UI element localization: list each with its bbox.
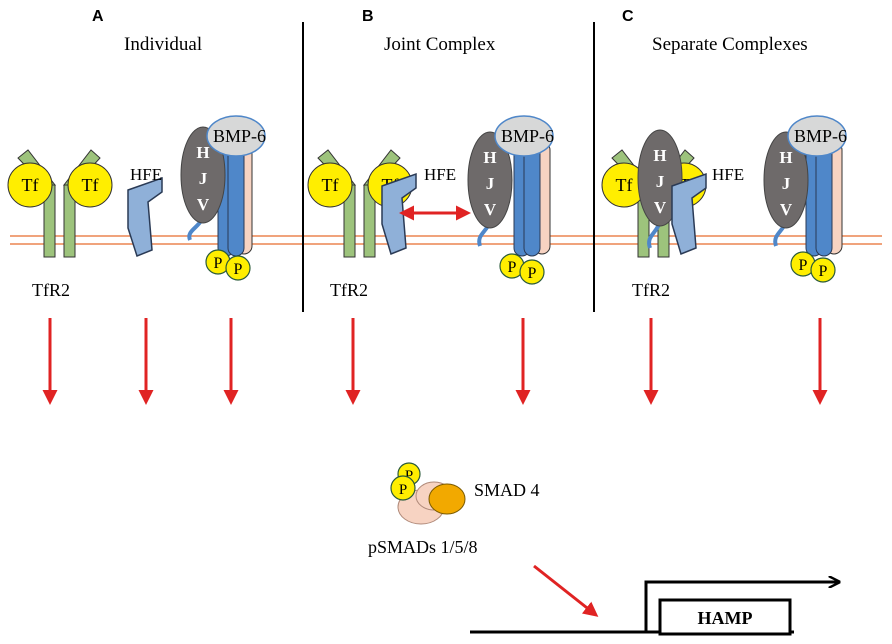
transcription-signal-arrow <box>533 564 599 617</box>
svg-text:V: V <box>780 200 793 219</box>
svg-text:H: H <box>196 143 209 162</box>
svg-text:J: J <box>782 174 791 193</box>
panel-a-title: Individual <box>124 34 202 55</box>
phosphate-group: P P <box>790 251 836 283</box>
panel-c-letter: C <box>622 8 634 25</box>
hfe-label: HFE <box>130 165 162 184</box>
svg-text:P: P <box>528 265 537 282</box>
panel-b-title: Joint Complex <box>384 34 496 55</box>
hfe-protein <box>671 172 707 256</box>
svg-text:Tf: Tf <box>322 175 339 195</box>
bmp6-ligand: BMP-6 <box>787 115 847 157</box>
svg-text:V: V <box>197 195 210 214</box>
psmads-label: pSMADs 1/5/8 <box>368 537 478 557</box>
svg-text:J: J <box>656 172 665 191</box>
svg-text:J: J <box>486 174 495 193</box>
svg-text:P: P <box>508 259 517 276</box>
svg-text:J: J <box>199 169 208 188</box>
tfr2-label: TfR2 <box>330 280 368 300</box>
cell-membrane <box>10 235 882 245</box>
svg-text:Tf: Tf <box>82 175 99 195</box>
svg-text:BMP-6: BMP-6 <box>794 126 847 146</box>
hjv-protein: H J V <box>467 131 513 229</box>
bmp6-ligand: BMP-6 <box>494 115 554 157</box>
panel-a-letter: A <box>92 8 104 25</box>
tf-ligand-right: Tf <box>67 162 113 208</box>
panel-b-letter: B <box>362 8 374 25</box>
hfe-label: HFE <box>712 165 744 184</box>
svg-text:BMP-6: BMP-6 <box>501 126 554 146</box>
tf-ligand-left: Tf <box>601 162 647 208</box>
svg-text:BMP-6: BMP-6 <box>213 126 266 146</box>
hamp-gene: HAMP <box>470 582 838 636</box>
svg-text:P: P <box>214 255 223 272</box>
svg-text:P: P <box>799 257 808 274</box>
hfe-protein <box>127 176 163 257</box>
svg-text:Tf: Tf <box>22 175 39 195</box>
tfr2-label: TfR2 <box>632 280 670 300</box>
bmp6-ligand: BMP-6 <box>206 115 266 157</box>
smad4-label: SMAD 4 <box>474 480 540 500</box>
svg-text:P: P <box>405 468 413 484</box>
svg-text:V: V <box>484 200 497 219</box>
svg-text:H: H <box>779 148 792 167</box>
svg-text:V: V <box>654 198 667 217</box>
hfe-label: HFE <box>424 165 456 184</box>
phosphate-group: P P <box>205 249 251 281</box>
svg-text:H: H <box>483 148 496 167</box>
hjv-protein: H J V <box>763 131 809 229</box>
svg-text:P: P <box>819 263 828 280</box>
svg-text:P: P <box>399 482 407 498</box>
svg-text:P: P <box>234 261 243 278</box>
phosphate-group: P P <box>499 253 545 285</box>
tfr2-label: TfR2 <box>32 280 70 300</box>
hamp-label: HAMP <box>698 608 753 628</box>
tf-ligand-left: Tf <box>7 162 53 208</box>
hjv-protein: H J V <box>637 129 683 227</box>
tf-ligand-left: Tf <box>307 162 353 208</box>
panel-c-title: Separate Complexes <box>652 34 808 55</box>
signal-arrows <box>42 318 828 405</box>
svg-text:H: H <box>653 146 666 165</box>
svg-text:Tf: Tf <box>616 175 633 195</box>
smad-complex: P P <box>390 462 466 525</box>
hjv-protein: H J V <box>180 126 226 224</box>
bmp-receptor-complex <box>513 137 551 257</box>
